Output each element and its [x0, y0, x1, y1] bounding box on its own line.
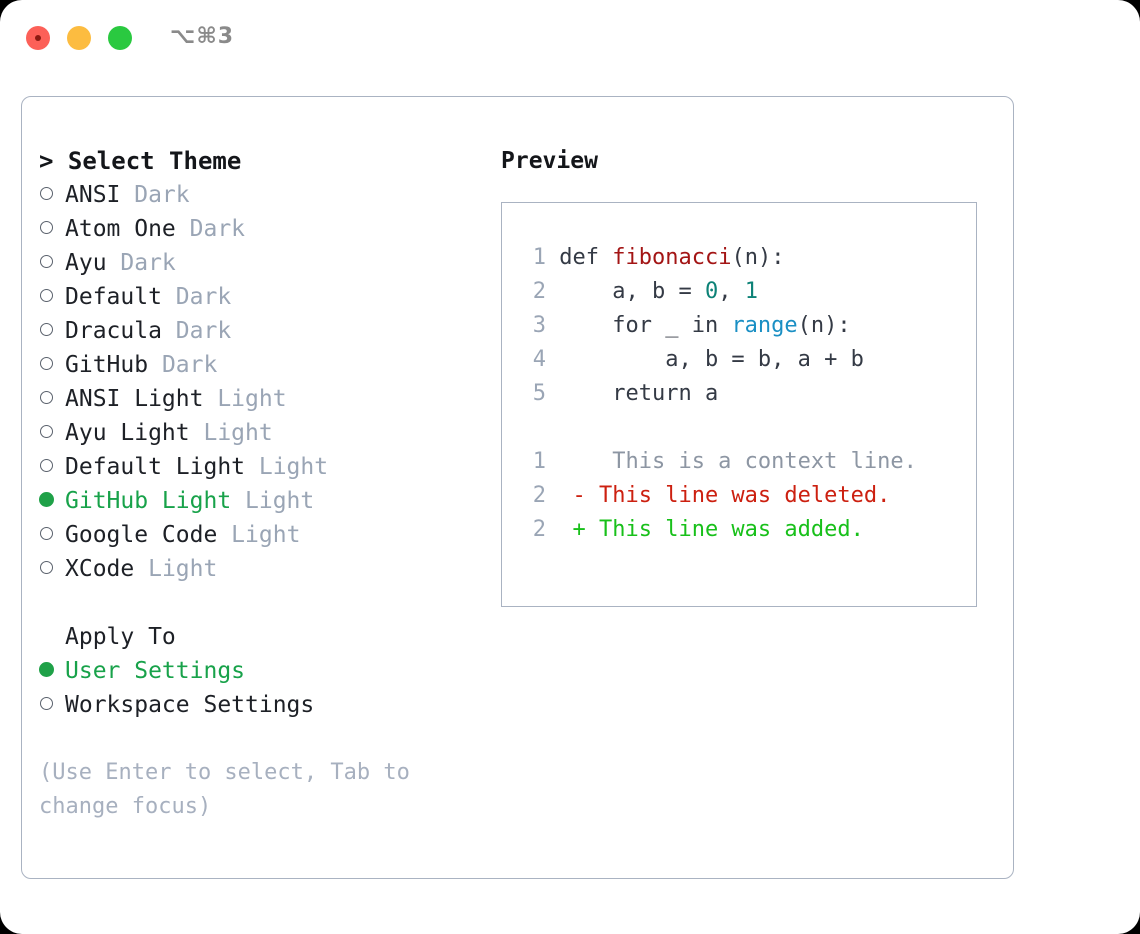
diff-line-del: 2 - This line was deleted.: [520, 479, 976, 513]
keyboard-shortcut-label: ⌥⌘3: [170, 24, 235, 49]
apply-to-item-label: User Settings: [65, 658, 246, 684]
code-token-plain: return a: [559, 381, 719, 406]
code-token-plain: a, b = b, a + b: [559, 347, 864, 372]
theme-item-google-code[interactable]: Google Code Light: [39, 518, 489, 552]
code-token-fn: fibonacci: [612, 245, 732, 270]
close-button[interactable]: [26, 26, 50, 50]
apply-to-item-workspace-settings[interactable]: Workspace Settings: [39, 688, 489, 722]
theme-item-default-light[interactable]: Default Light Light: [39, 450, 489, 484]
diff-line-add: 2 + This line was added.: [520, 513, 976, 547]
theme-item-label: ANSI Light: [65, 386, 204, 412]
code-line: 4 a, b = b, a + b: [520, 343, 976, 377]
code-line-number: 5: [532, 381, 546, 406]
preview-heading: Preview: [501, 148, 598, 174]
theme-variant-badge: Dark: [148, 352, 218, 378]
select-theme-heading: > Select Theme: [39, 147, 242, 175]
diff-line-ctx: 1 This is a context line.: [520, 445, 976, 479]
theme-item-label: Google Code: [65, 522, 218, 548]
title-bar: ⌥⌘3: [0, 0, 1140, 76]
theme-item-github-light[interactable]: GitHub Light Light: [39, 484, 489, 518]
code-token-num: 1: [744, 279, 758, 304]
code-line-content: for _ in range(n):: [546, 313, 851, 338]
code-diff-separator: [520, 411, 976, 445]
apply-to-label: Apply To: [65, 624, 176, 650]
code-token-plain: for _ in: [559, 313, 732, 338]
theme-item-label: Default: [65, 284, 162, 310]
diff-line-content: This is a context line.: [546, 449, 917, 474]
keyboard-hint-text: (Use Enter to select, Tab to change focu…: [39, 760, 424, 819]
code-line-content: a, b = 0, 1: [546, 279, 758, 304]
theme-variant-badge: Light: [245, 454, 329, 480]
theme-item-label: GitHub Light: [65, 488, 232, 514]
theme-item-label: GitHub: [65, 352, 149, 378]
theme-item-label: Dracula: [65, 318, 162, 344]
theme-variant-badge: Dark: [106, 250, 176, 276]
code-line-number: 2: [532, 279, 546, 304]
apply-to-item-label: Workspace Settings: [65, 692, 315, 718]
code-line-number: 3: [532, 313, 546, 338]
diff-line-content: + This line was added.: [546, 517, 864, 542]
diff-line-number: 1: [532, 449, 546, 474]
code-line: 3 for _ in range(n):: [520, 309, 976, 343]
theme-variant-badge: Light: [217, 522, 301, 548]
code-line-content: return a: [546, 381, 718, 406]
window-controls: [26, 26, 132, 50]
theme-variant-badge: Light: [189, 420, 273, 446]
theme-item-xcode[interactable]: XCode Light: [39, 552, 489, 586]
theme-item-ansi[interactable]: ANSI Dark: [39, 178, 489, 212]
theme-variant-badge: Light: [231, 488, 315, 514]
theme-item-atom-one[interactable]: Atom One Dark: [39, 212, 489, 246]
code-line-number: 1: [532, 245, 546, 270]
theme-item-label: Ayu Light: [65, 420, 190, 446]
theme-item-dracula[interactable]: Dracula Dark: [39, 314, 489, 348]
diff-line-number: 2: [532, 483, 546, 508]
code-line-content: def fibonacci(n):: [546, 245, 784, 270]
list-spacer: [39, 586, 489, 620]
preview-column: Preview 1 def fibonacci(n):2 a, b = 0, 1…: [501, 144, 1001, 607]
theme-item-label: Atom One: [65, 216, 176, 242]
theme-item-ayu[interactable]: Ayu Dark: [39, 246, 489, 280]
code-line-number: 4: [532, 347, 546, 372]
code-token-plain: ,: [718, 279, 745, 304]
theme-variant-badge: Dark: [120, 182, 190, 208]
code-token-plain: a, b =: [559, 279, 705, 304]
code-token-call: range: [731, 313, 798, 338]
code-token-num: 0: [704, 279, 719, 304]
theme-variant-badge: Light: [203, 386, 287, 412]
code-line: 1 def fibonacci(n):: [520, 241, 976, 275]
theme-item-ansi-light[interactable]: ANSI Light Light: [39, 382, 489, 416]
code-token-plain: def: [559, 245, 613, 270]
theme-item-ayu-light[interactable]: Ayu Light Light: [39, 416, 489, 450]
diff-line-content: - This line was deleted.: [546, 483, 891, 508]
theme-item-default[interactable]: Default Dark: [39, 280, 489, 314]
theme-variant-badge: Light: [134, 556, 218, 582]
code-line: 2 a, b = 0, 1: [520, 275, 976, 309]
code-line: 5 return a: [520, 377, 976, 411]
code-line-content: a, b = b, a + b: [546, 347, 864, 372]
apply-to-item-user-settings[interactable]: User Settings: [39, 654, 489, 688]
minimize-button[interactable]: [67, 26, 91, 50]
diff-sample: 1 This is a context line.2 - This line w…: [520, 445, 976, 547]
theme-item-label: XCode: [65, 556, 135, 582]
theme-variant-badge: Dark: [175, 216, 246, 242]
theme-variant-badge: Dark: [161, 284, 232, 310]
maximize-button[interactable]: [108, 26, 132, 50]
code-token-plain: (n):: [797, 313, 851, 338]
theme-item-github[interactable]: GitHub Dark: [39, 348, 489, 382]
theme-item-label: ANSI: [65, 182, 121, 208]
theme-item-label: Ayu: [65, 250, 107, 276]
diff-line-number: 2: [532, 517, 546, 542]
code-token-plain: (n):: [731, 245, 785, 270]
theme-variant-badge: Dark: [161, 318, 232, 344]
theme-item-label: Default Light: [65, 454, 246, 480]
